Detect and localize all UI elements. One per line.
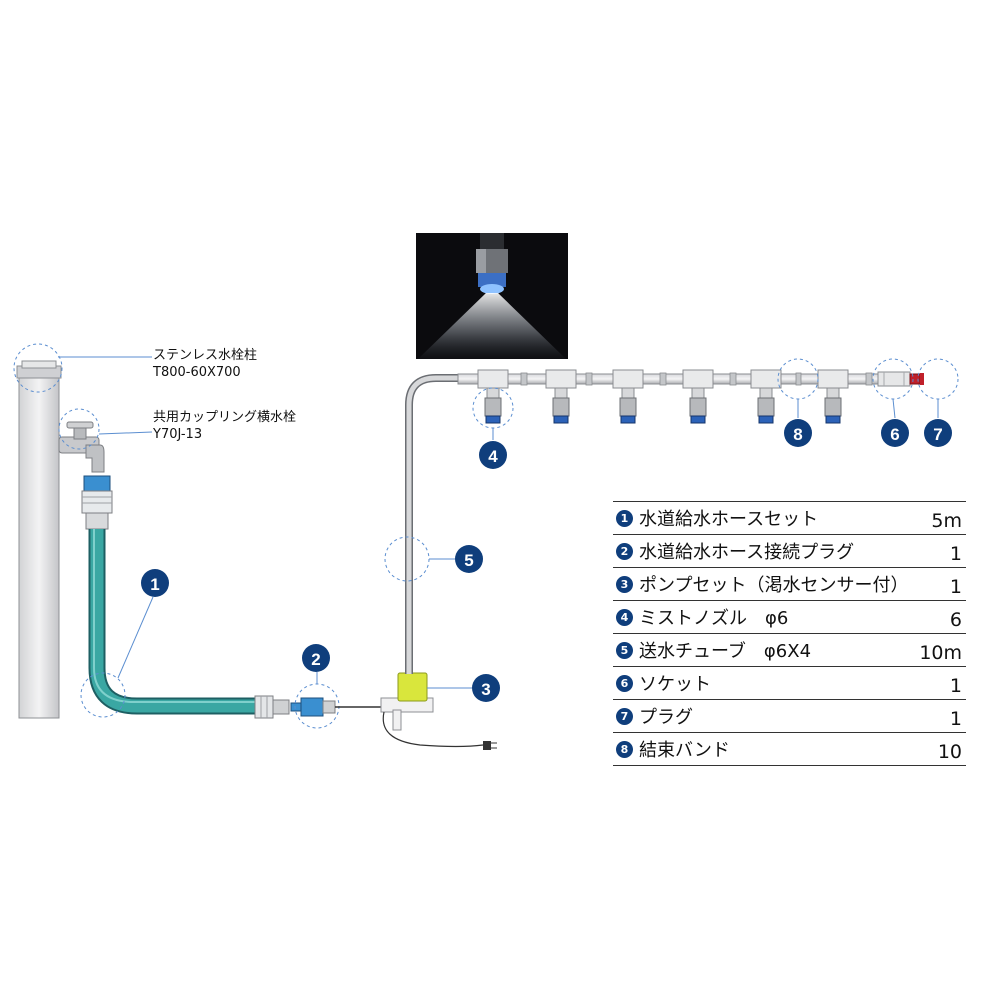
mist-nozzle: [612, 369, 644, 424]
marker-2: 2: [302, 644, 330, 672]
part-quantity: 1: [949, 675, 962, 697]
pump: [380, 672, 497, 750]
marker-3: 3: [472, 674, 500, 702]
part-name: ミストノズル φ6: [639, 608, 789, 629]
hose-connector: [254, 695, 290, 719]
callout-leaders: [472, 358, 959, 440]
part-quantity: 10: [937, 741, 962, 763]
marker-6: 6: [881, 419, 909, 447]
marker-5: 5: [455, 545, 483, 573]
pillar-callout: ステンレス水栓柱 T800-60X700: [153, 347, 257, 381]
svg-text:4: 4: [488, 447, 498, 466]
coupling-callout: 共用カップリング横水栓 Y70J-13: [153, 409, 296, 443]
faucet-icon: [58, 408, 153, 473]
part-quantity: 6: [949, 609, 962, 631]
mist-nozzle-photo: [416, 233, 568, 359]
nozzle-line: [457, 371, 924, 387]
parts-row: 1 水道給水ホースセット 5m: [613, 502, 966, 535]
part-name: ソケット: [639, 674, 711, 695]
row-number: 3: [616, 575, 633, 593]
nozzle-tees: [477, 369, 849, 424]
mist-nozzle: [477, 369, 509, 424]
marker-8: 8: [784, 419, 812, 447]
water-hose: [80, 529, 255, 718]
delivery-tube: [384, 374, 462, 674]
part-name: 結束バンド: [639, 740, 730, 761]
parts-list: 1 水道給水ホースセット 5m 2 水道給水ホース接続プラグ 1 3 ポンプセッ…: [613, 501, 966, 766]
mist-nozzle: [545, 369, 577, 424]
part-name: プラグ: [639, 707, 693, 728]
part-name: ポンプセット（渇水センサー付）: [639, 575, 909, 596]
mist-nozzle: [682, 369, 714, 424]
row-number: 1: [616, 509, 633, 527]
part-name: 水道給水ホース接続プラグ: [639, 542, 855, 563]
part-quantity: 10m: [919, 642, 962, 664]
mist-nozzle: [817, 369, 849, 424]
parts-row: 6 ソケット 1: [613, 667, 966, 700]
marker-4: 4: [479, 441, 507, 469]
svg-text:6: 6: [890, 425, 899, 444]
pillar-name: ステンレス水栓柱: [153, 348, 258, 363]
parts-row: 3 ポンプセット（渇水センサー付） 1: [613, 568, 966, 601]
row-number: 6: [616, 674, 633, 692]
connection-plug: [290, 672, 340, 729]
part-name: 水道給水ホースセット: [639, 509, 819, 530]
marker-7: 7: [924, 419, 952, 447]
svg-text:7: 7: [933, 425, 942, 444]
parts-row: 8 結束バンド 10: [613, 733, 966, 766]
water-pillar: [13, 343, 152, 719]
row-number: 7: [616, 707, 633, 725]
row-number: 5: [616, 641, 633, 659]
coupling-model: Y70J-13: [153, 427, 203, 442]
power-plug-icon: [483, 741, 491, 750]
part-quantity: 1: [949, 708, 962, 730]
parts-row: 7 プラグ 1: [613, 700, 966, 733]
row-number: 2: [616, 542, 633, 560]
coupling-name: 共用カップリング横水栓: [153, 410, 297, 425]
mist-nozzle: [750, 369, 782, 424]
parts-row: 5 送水チューブ φ6X4 10m: [613, 634, 966, 667]
svg-text:5: 5: [464, 551, 473, 570]
svg-text:8: 8: [793, 425, 802, 444]
row-number: 4: [616, 608, 633, 626]
marker-1: 1: [141, 569, 169, 597]
part-quantity: 1: [949, 576, 962, 598]
svg-text:3: 3: [481, 680, 490, 699]
parts-row: 2 水道給水ホース接続プラグ 1: [613, 535, 966, 568]
faucet-coupling: [81, 475, 113, 530]
svg-text:1: 1: [150, 575, 159, 594]
part-quantity: 5m: [931, 510, 962, 532]
part-quantity: 1: [949, 543, 962, 565]
part-name: 送水チューブ φ6X4: [639, 641, 812, 662]
svg-text:2: 2: [311, 650, 320, 669]
parts-row: 4 ミストノズル φ6 6: [613, 601, 966, 634]
pillar-model: T800-60X700: [153, 365, 241, 380]
row-number: 8: [616, 740, 633, 758]
